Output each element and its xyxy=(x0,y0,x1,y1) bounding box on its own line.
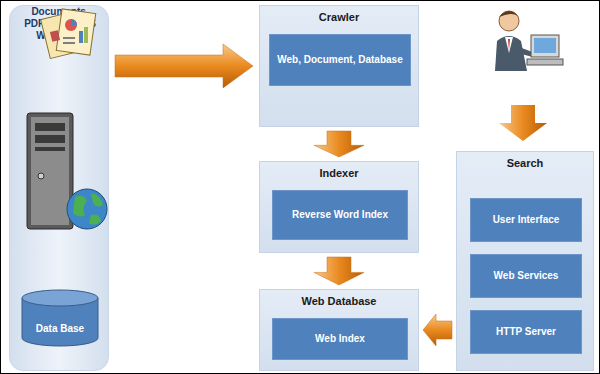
web-server-icon xyxy=(27,113,107,229)
box-label: Web, Document, Database xyxy=(273,52,406,68)
flow-arrow xyxy=(115,44,253,88)
box-label: Documents. PDF, DOC, XLS xyxy=(20,6,100,30)
flow-arrow xyxy=(314,257,364,285)
source-panel: Documents. PDF, DOC, XLSWeb SitesData Ba… xyxy=(9,5,109,371)
process-box: Web Index xyxy=(272,318,408,360)
process-box: Web Services xyxy=(470,254,582,298)
documents-icon xyxy=(41,9,96,59)
process-box: Web, Document, Database xyxy=(269,34,411,86)
user-icon xyxy=(495,11,563,71)
panel-box: Web DatabaseWeb Index xyxy=(259,289,419,371)
process-box: Reverse Word Index xyxy=(272,190,408,240)
database-cylinder: Data Base xyxy=(20,288,100,348)
box-label: Data Base xyxy=(36,323,84,348)
panel-box: SearchUser InterfaceWeb ServicesHTTP Ser… xyxy=(456,151,594,371)
flow-arrow xyxy=(423,314,452,346)
box-label: HTTP Server xyxy=(492,324,560,340)
panel-box: CrawlerWeb, Document, Database xyxy=(259,5,419,127)
box-label: Web Services xyxy=(490,268,563,284)
panel-heading: Crawler xyxy=(260,6,418,23)
process-box: User Interface xyxy=(470,198,582,242)
panel-heading: Search xyxy=(457,152,593,169)
flow-arrow xyxy=(314,131,364,157)
panel-heading: Indexer xyxy=(260,162,418,179)
process-box: HTTP Server xyxy=(470,310,582,354)
box-label: Web Index xyxy=(311,331,369,347)
box-label: User Interface xyxy=(489,212,564,228)
flow-arrow xyxy=(499,105,547,141)
panel-box: IndexerReverse Word Index xyxy=(259,161,419,253)
box-label: Reverse Word Index xyxy=(288,207,392,223)
panel-heading: Web Database xyxy=(260,290,418,307)
cylinder-shape xyxy=(20,288,100,348)
box-label: Web Sites xyxy=(20,30,100,42)
